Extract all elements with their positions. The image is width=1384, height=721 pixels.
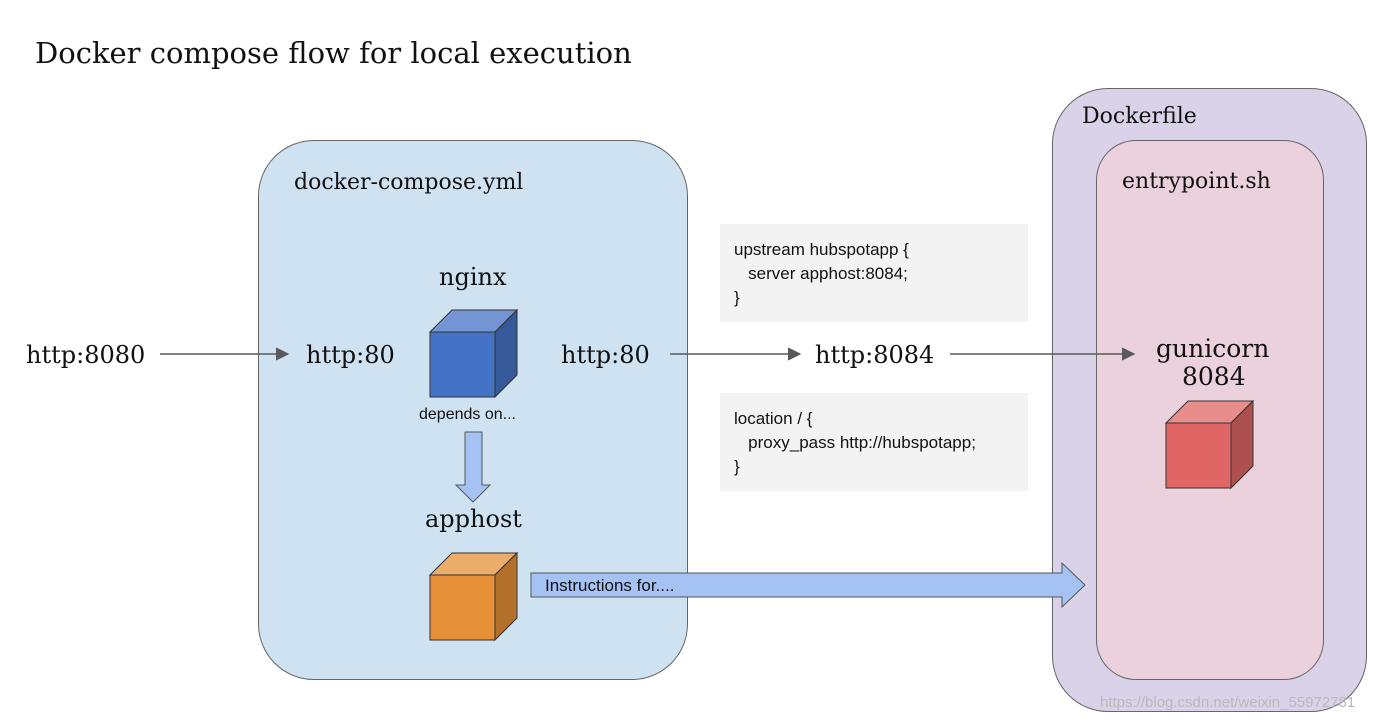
diagram-title: Docker compose flow for local execution — [35, 36, 632, 70]
dockerfile-label: Dockerfile — [1082, 104, 1197, 129]
instructions-arrow — [530, 561, 1086, 609]
upstream-config-block: upstream hubspotapp { server apphost:808… — [720, 224, 1028, 322]
watermark-text: https://blog.csdn.net/weixin_55972781 — [1100, 694, 1356, 711]
instructions-label: Instructions for.... — [545, 576, 675, 595]
depends-on-label: depends on... — [419, 406, 516, 423]
depends-on-arrow — [454, 431, 492, 503]
port-8080-label: http:8080 — [26, 341, 146, 369]
location-config-block: location / { proxy_pass http://hubspotap… — [720, 393, 1028, 491]
gunicorn-cube-icon — [1164, 399, 1255, 490]
port-8084-label: http:8084 — [815, 341, 935, 369]
gunicorn-label: gunicorn — [1156, 334, 1270, 363]
nginx-cube-icon — [428, 308, 519, 399]
port-80-right-label: http:80 — [561, 341, 650, 369]
compose-file-label: docker-compose.yml — [294, 170, 524, 195]
entrypoint-label: entrypoint.sh — [1122, 169, 1271, 194]
port-80-left-label: http:80 — [306, 341, 395, 369]
apphost-label: apphost — [425, 505, 522, 533]
apphost-cube-icon — [428, 551, 519, 642]
nginx-label: nginx — [439, 263, 507, 291]
gunicorn-port-label: 8084 — [1182, 362, 1246, 391]
